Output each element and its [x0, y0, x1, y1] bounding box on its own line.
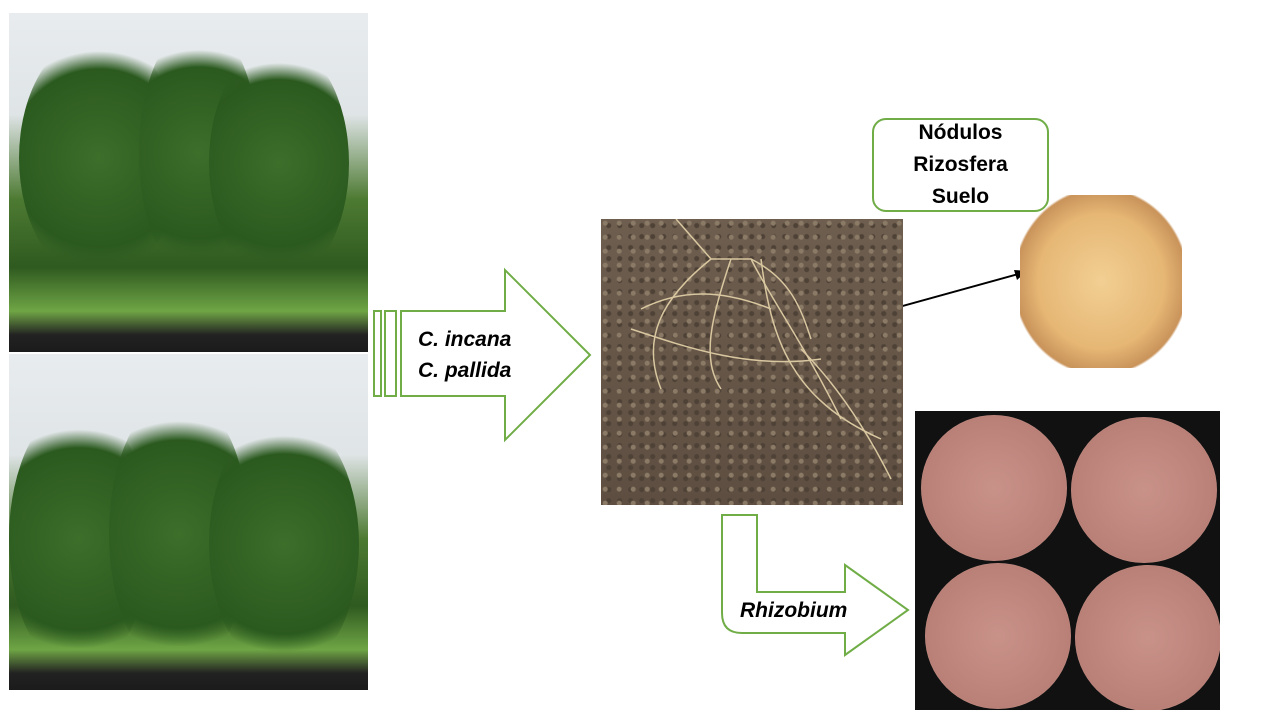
rhizobium-label: Rhizobium	[740, 599, 848, 622]
roots-soil-photo	[601, 219, 903, 505]
isolation-arrow	[721, 514, 910, 657]
greenhouse-plants-photo-bottom	[9, 354, 368, 690]
sample-type-soil: Suelo	[931, 185, 990, 208]
sample-types-box: Nódulos Rizosfera Suelo	[872, 118, 1049, 212]
root-nodule-photo	[1020, 195, 1182, 368]
species-label-1: C. incana	[418, 328, 512, 351]
sample-type-nodules: Nódulos	[918, 121, 1003, 144]
rhizobium-petri-plates-photo	[915, 411, 1220, 710]
roots-drawing	[630, 219, 892, 480]
greenhouse-plants-photo-top	[9, 13, 368, 352]
species-label-2: C. pallida	[418, 359, 512, 382]
sample-type-rhizosphere: Rizosfera	[913, 153, 1008, 176]
